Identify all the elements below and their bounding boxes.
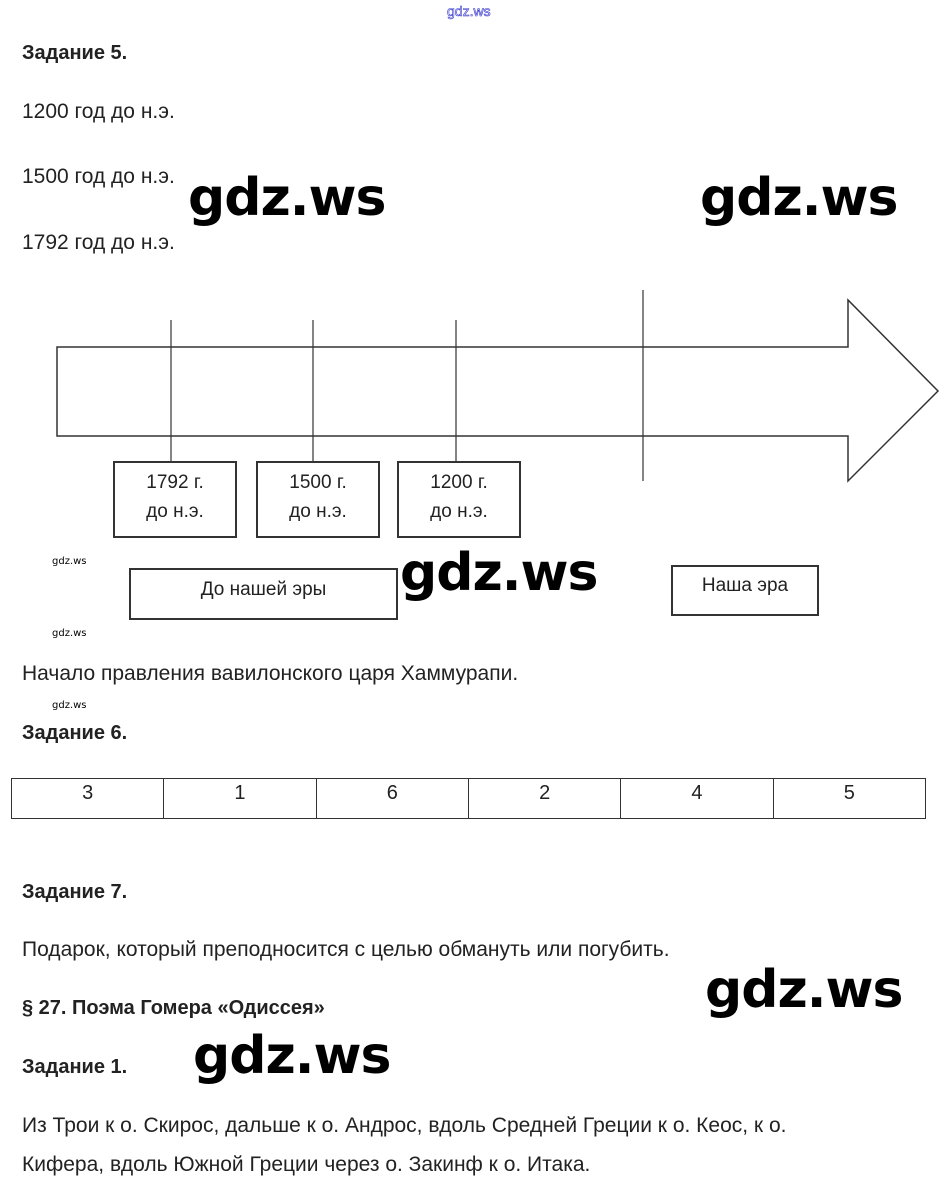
watermark: gdz.ws <box>700 168 898 228</box>
task7-answer: Подарок, который преподносится с целью о… <box>22 938 670 961</box>
watermark-small: gdz.ws <box>52 700 87 711</box>
table-cell: 2 <box>467 778 622 819</box>
watermark: gdz.ws <box>193 1026 391 1086</box>
task5-line-3: 1792 год до н.э. <box>22 231 175 254</box>
date-box-1200: 1200 г. до н.э. <box>397 461 521 538</box>
era-before-box: До нашей эры <box>129 568 398 620</box>
task5-answer: Начало правления вавилонского царя Хамму… <box>22 662 519 685</box>
table-cell: 5 <box>772 778 927 819</box>
task7-heading: Задание 7. <box>22 881 128 903</box>
task6-heading: Задание 6. <box>22 722 128 744</box>
task6-table: 3 1 6 2 4 5 <box>10 778 927 819</box>
watermark-small: gdz.ws <box>52 556 87 567</box>
task5-line-2: 1500 год до н.э. <box>22 165 175 188</box>
date-box-1792: 1792 г. до н.э. <box>113 461 237 538</box>
timeline-arrow <box>56 290 940 483</box>
table-cell: 6 <box>315 778 469 819</box>
task1-line-2: Кифера, вдоль Южной Греции через о. Заки… <box>22 1153 591 1176</box>
task5-line-1: 1200 год до н.э. <box>22 100 175 123</box>
date-year: 1500 г. <box>289 472 347 493</box>
watermark-small: gdz.ws <box>52 628 87 639</box>
task1-line-1: Из Трои к о. Скирос, дальше к о. Андрос,… <box>22 1114 787 1137</box>
date-era: до н.э. <box>146 501 204 522</box>
watermark: gdz.ws <box>188 168 386 228</box>
watermark: gdz.ws <box>705 960 903 1020</box>
date-box-1500: 1500 г. до н.э. <box>256 461 380 538</box>
task5-heading: Задание 5. <box>22 42 128 64</box>
date-year: 1200 г. <box>430 472 488 493</box>
gdz-link[interactable]: gdz.ws <box>447 3 491 20</box>
date-year: 1792 г. <box>146 472 204 493</box>
section-title: § 27. Поэма Гомера «Одиссея» <box>22 997 325 1019</box>
table-cell: 4 <box>620 778 774 819</box>
table-cell: 1 <box>163 778 317 819</box>
task1-heading: Задание 1. <box>22 1056 128 1078</box>
date-era: до н.э. <box>289 501 347 522</box>
date-era: до н.э. <box>430 501 488 522</box>
era-after-box: Наша эра <box>671 565 819 616</box>
watermark: gdz.ws <box>400 543 598 603</box>
table-cell: 3 <box>10 778 165 819</box>
